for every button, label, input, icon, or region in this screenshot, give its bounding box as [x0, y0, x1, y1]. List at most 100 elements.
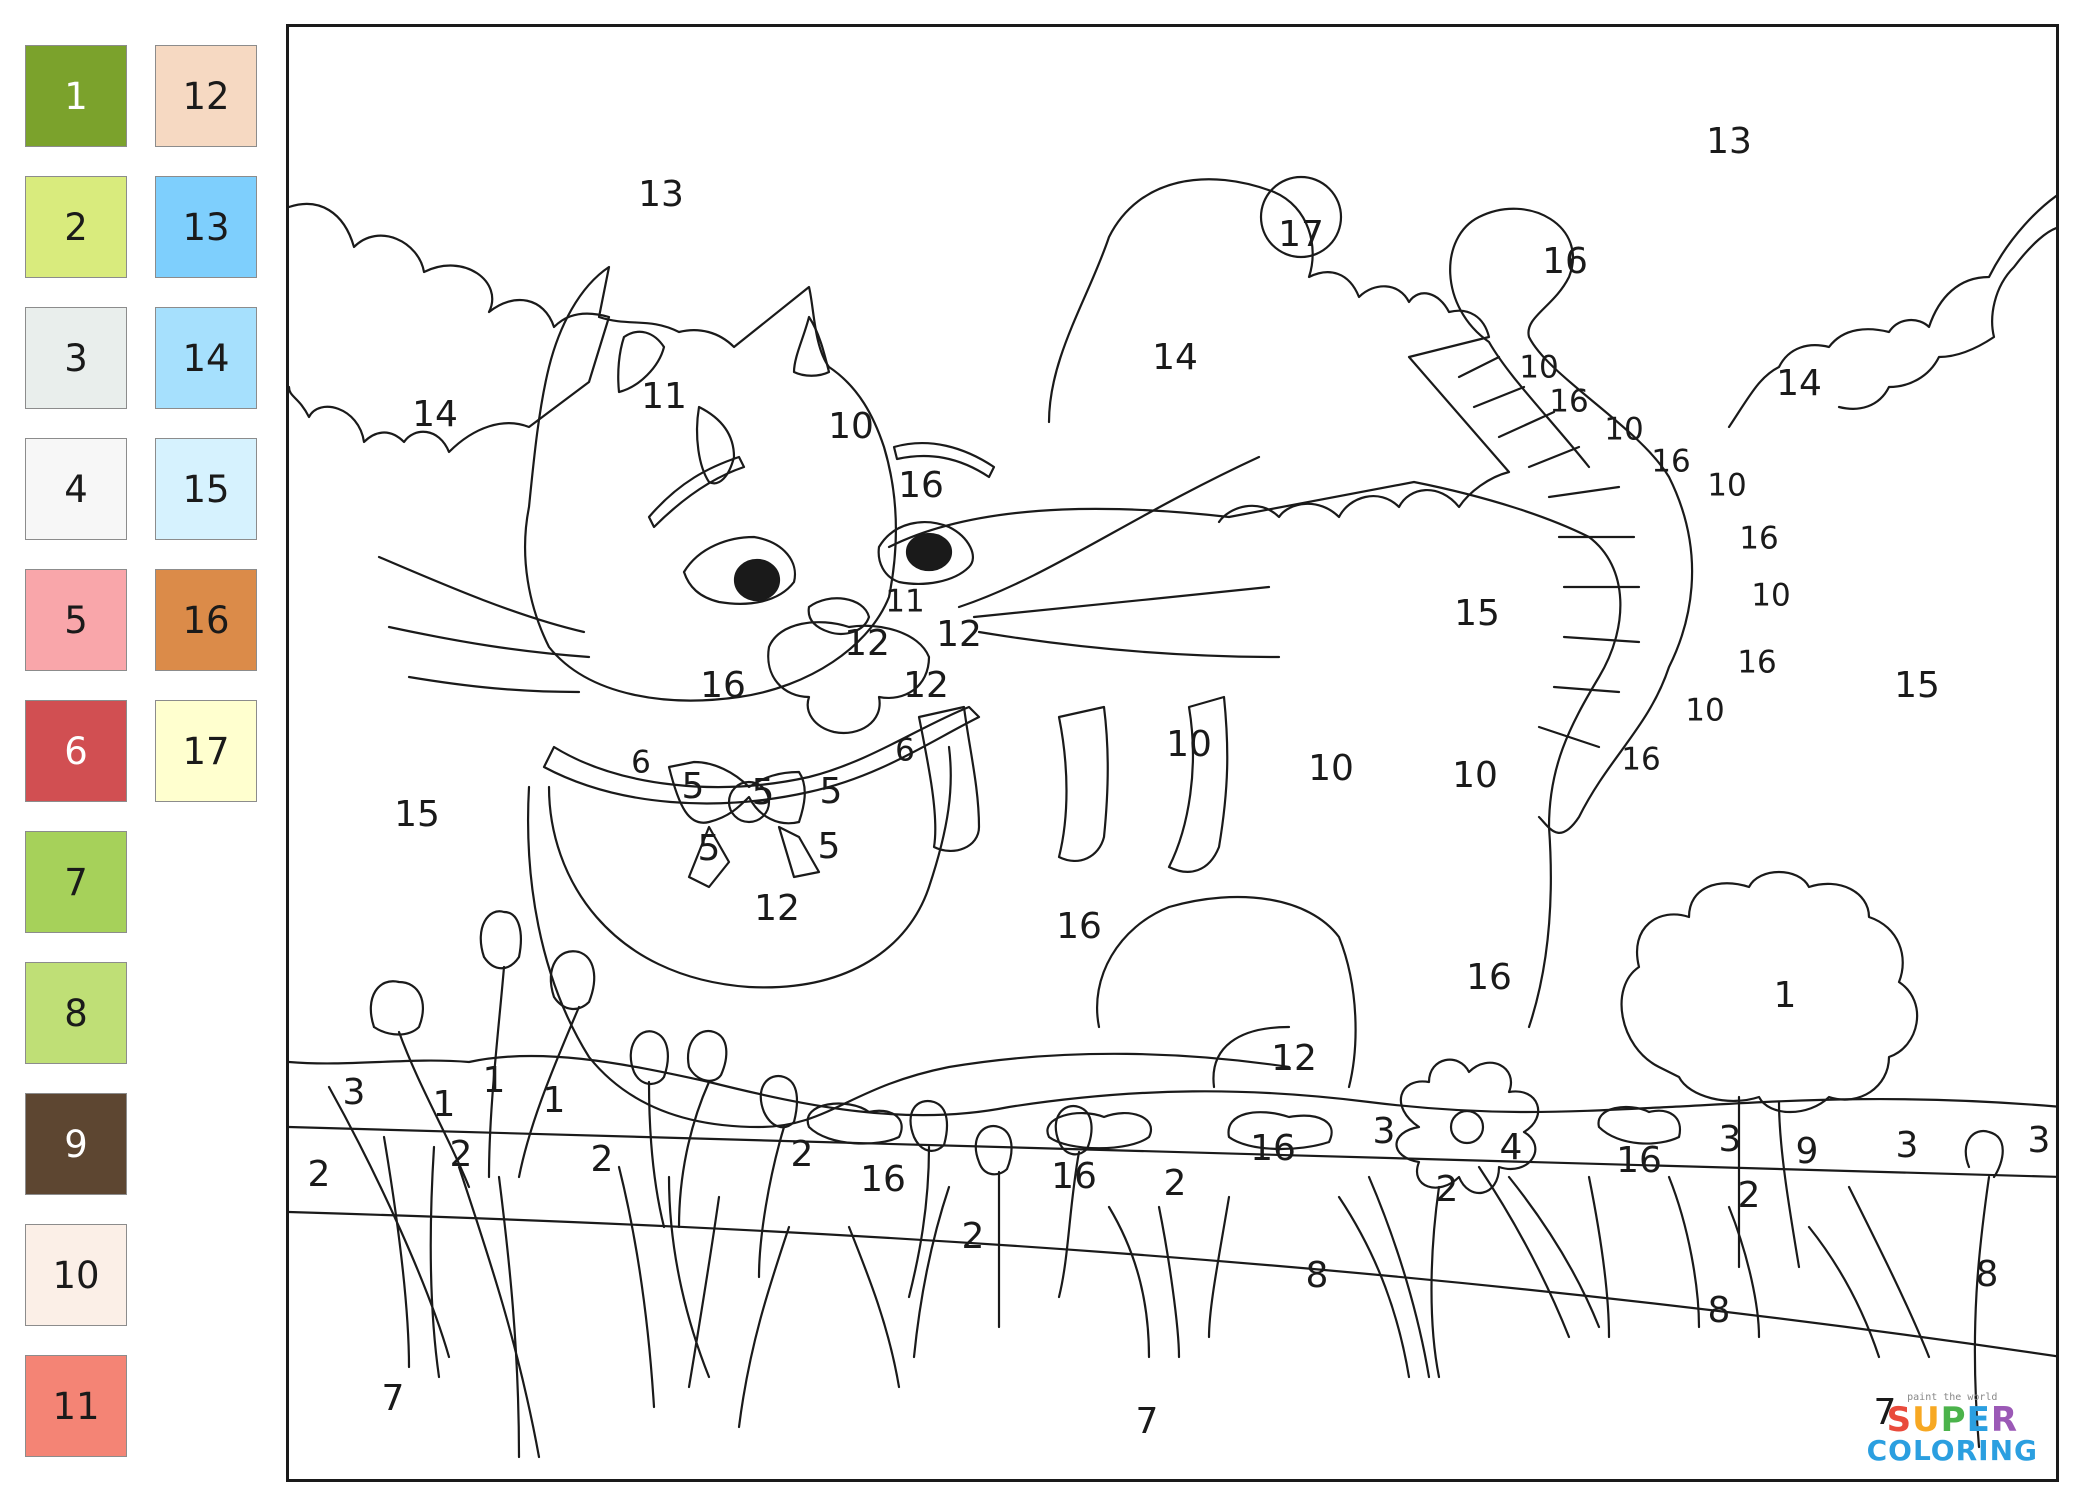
label-11-nose: 11	[885, 583, 925, 620]
line-art	[289, 175, 2056, 1459]
swatch-3[interactable]: 3	[25, 307, 127, 409]
swatch-5[interactable]: 5	[25, 569, 127, 671]
label-8-b: 8	[1707, 1290, 1731, 1331]
bow	[667, 760, 821, 889]
forehead-mark	[695, 405, 736, 485]
label-2-g: 2	[1737, 1175, 1761, 1216]
label-10-s2: 10	[1308, 748, 1354, 789]
swatch-10[interactable]: 10	[25, 1224, 127, 1326]
label-5-knot: 5	[751, 772, 775, 813]
back-leg	[1096, 895, 1357, 1089]
bud-2	[479, 910, 522, 970]
label-12-chest: 12	[754, 888, 800, 929]
grass	[327, 1085, 1931, 1459]
label-16-paw-b: 16	[1051, 1156, 1097, 1197]
cloud-left	[289, 202, 611, 454]
label-2-f: 2	[1435, 1169, 1459, 1210]
tail	[1449, 207, 1694, 834]
muzzle	[767, 621, 931, 735]
whiskers-left	[377, 555, 591, 694]
coloring-canvas[interactable]: 13 13 17 16 14 14 14 11 10 16 10 16 10 1…	[286, 24, 2059, 1482]
bud-6	[759, 1074, 799, 1129]
swatch-17[interactable]: 17	[155, 700, 257, 802]
label-1-tree: 1	[1773, 975, 1797, 1016]
label-10-t4: 10	[1751, 577, 1791, 614]
daisy	[1395, 1058, 1540, 1195]
label-16-hip: 16	[1466, 957, 1512, 998]
pupil-right	[905, 532, 953, 572]
label-16-tail-top: 16	[1542, 241, 1588, 282]
label-1-b: 1	[482, 1060, 506, 1101]
stems	[397, 965, 1991, 1449]
swatch-16[interactable]: 16	[155, 569, 257, 671]
whiskers-right	[957, 455, 1281, 659]
label-12-m3: 12	[903, 665, 949, 706]
swatch-6[interactable]: 6	[25, 700, 127, 802]
bud-4	[629, 1030, 669, 1085]
swatch-8[interactable]: 8	[25, 962, 127, 1064]
label-14-b: 14	[1152, 337, 1198, 378]
label-16-t3: 16	[1739, 520, 1779, 557]
ear-inner-left	[617, 330, 666, 394]
tail-bands	[1457, 355, 1641, 749]
tree-crown	[1620, 870, 1919, 1114]
bow-knot	[727, 780, 771, 824]
logo-word-super: SUPER	[1886, 1400, 2019, 1440]
label-16-paw-a: 16	[860, 1159, 906, 1200]
swatch-1[interactable]: 1	[25, 45, 127, 147]
hill-front	[289, 1210, 2056, 1358]
label-2-a: 2	[307, 1154, 331, 1195]
bud-9	[1054, 1104, 1093, 1156]
swatch-13[interactable]: 13	[155, 176, 257, 278]
stripe-3	[1167, 695, 1229, 873]
label-16-t5: 16	[1621, 741, 1661, 778]
label-3-b: 3	[1372, 1111, 1396, 1152]
bud-10	[1964, 1129, 2004, 1179]
bud-1	[369, 980, 424, 1036]
label-17: 17	[1278, 214, 1324, 255]
label-3-c: 3	[1718, 1119, 1742, 1160]
cloud-middle	[1047, 178, 1511, 524]
label-7-b: 7	[1135, 1401, 1159, 1442]
label-2-e: 2	[1163, 1163, 1187, 1204]
collar	[542, 705, 981, 805]
label-12-leg: 12	[1271, 1038, 1317, 1079]
eye-left	[682, 535, 797, 605]
label-7-a: 7	[381, 1378, 405, 1419]
label-15-c: 15	[394, 794, 440, 835]
label-16-cheek: 16	[700, 665, 746, 706]
label-1-a: 1	[432, 1084, 456, 1125]
cloud-right	[1727, 194, 2056, 429]
paws-front-left	[806, 1102, 903, 1145]
label-4-daisy: 4	[1499, 1127, 1523, 1168]
stripe-2	[1057, 705, 1109, 862]
stripe-1	[917, 705, 981, 852]
swatch-11[interactable]: 11	[25, 1355, 127, 1457]
supercoloring-logo: paint the world SUPER COLORING	[1867, 1393, 2038, 1465]
swatch-7[interactable]: 7	[25, 831, 127, 933]
swatch-15[interactable]: 15	[155, 438, 257, 540]
label-14-c: 14	[1776, 363, 1822, 404]
cat-body	[526, 480, 1622, 1129]
label-2-b: 2	[449, 1134, 473, 1175]
swatch-9[interactable]: 9	[25, 1093, 127, 1195]
swatch-14[interactable]: 14	[155, 307, 257, 409]
label-10-t3: 10	[1707, 467, 1747, 504]
bud-8	[974, 1124, 1013, 1176]
chest	[547, 745, 952, 989]
ear-inner-right	[792, 315, 831, 377]
label-10-s3: 10	[1452, 755, 1498, 796]
label-10-s1: 10	[1166, 724, 1212, 765]
swatch-2[interactable]: 2	[25, 176, 127, 278]
swatch-4[interactable]: 4	[25, 438, 127, 540]
label-9-trunk: 9	[1795, 1131, 1819, 1172]
label-16-paw-c: 16	[1250, 1128, 1296, 1169]
label-5-a: 5	[681, 766, 705, 807]
label-2-h: 2	[961, 1216, 985, 1257]
bud-3	[549, 950, 596, 1010]
paws-back-right	[1597, 1105, 1682, 1145]
swatch-12[interactable]: 12	[155, 45, 257, 147]
label-5-c: 5	[697, 828, 721, 869]
brow-left	[647, 455, 746, 529]
sun	[1259, 175, 1343, 259]
